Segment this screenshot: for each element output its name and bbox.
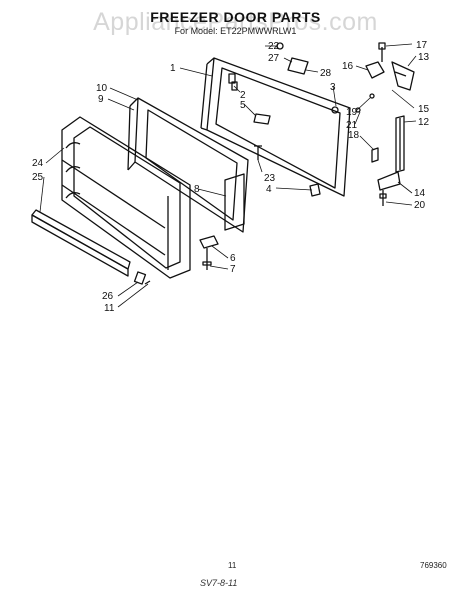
callout: 1 bbox=[170, 63, 176, 74]
watermark: AppliancePartsPros.com bbox=[93, 8, 378, 36]
callout: 25 bbox=[32, 172, 44, 183]
bottom-hinge bbox=[199, 235, 219, 270]
callout: 24 bbox=[32, 158, 44, 169]
callout: 21 bbox=[346, 120, 358, 131]
callout: 20 bbox=[414, 200, 426, 211]
callout: 12 bbox=[418, 117, 430, 128]
callout: 2 bbox=[240, 90, 246, 101]
leader-lines bbox=[39, 43, 417, 308]
page-number: 11 bbox=[228, 561, 237, 570]
callout: 3 bbox=[330, 82, 336, 93]
callout: 26 bbox=[102, 291, 114, 302]
door-shelf-frame bbox=[61, 116, 191, 279]
callout: 7 bbox=[230, 264, 236, 275]
callout: 15 bbox=[418, 104, 430, 115]
callout: 17 bbox=[416, 40, 428, 51]
callout-labels: 1 22 27 28 16 17 13 10 9 2 5 3 15 19 21 … bbox=[32, 40, 430, 314]
callout: 18 bbox=[348, 130, 360, 141]
callout: 9 bbox=[98, 94, 104, 105]
callout: 23 bbox=[264, 173, 276, 184]
callout: 11 bbox=[104, 303, 115, 314]
door-liner bbox=[127, 97, 249, 233]
callout: 19 bbox=[346, 107, 358, 118]
callout: 6 bbox=[230, 253, 236, 264]
callout: 27 bbox=[268, 53, 280, 64]
drawing-number: 769360 bbox=[420, 561, 447, 570]
diagram-title: FREEZER DOOR PARTS bbox=[150, 9, 321, 25]
callout: 28 bbox=[320, 68, 332, 79]
callout: 16 bbox=[342, 61, 354, 72]
callout: 5 bbox=[240, 100, 246, 111]
callout: 8 bbox=[194, 184, 200, 195]
breaker-strip bbox=[224, 173, 245, 231]
small-hardware bbox=[231, 42, 339, 197]
callout: 4 bbox=[266, 184, 272, 195]
handwritten-note: SV7-8-11 bbox=[200, 578, 238, 588]
hinge-assembly bbox=[355, 42, 415, 206]
diagram-subtitle: For Model: ET22PMWWRLW1 bbox=[174, 26, 297, 36]
callout: 13 bbox=[418, 52, 430, 63]
door-shelf-bar bbox=[31, 209, 151, 285]
callout: 22 bbox=[268, 41, 280, 52]
callout: 10 bbox=[96, 83, 108, 94]
callout: 14 bbox=[414, 188, 426, 199]
